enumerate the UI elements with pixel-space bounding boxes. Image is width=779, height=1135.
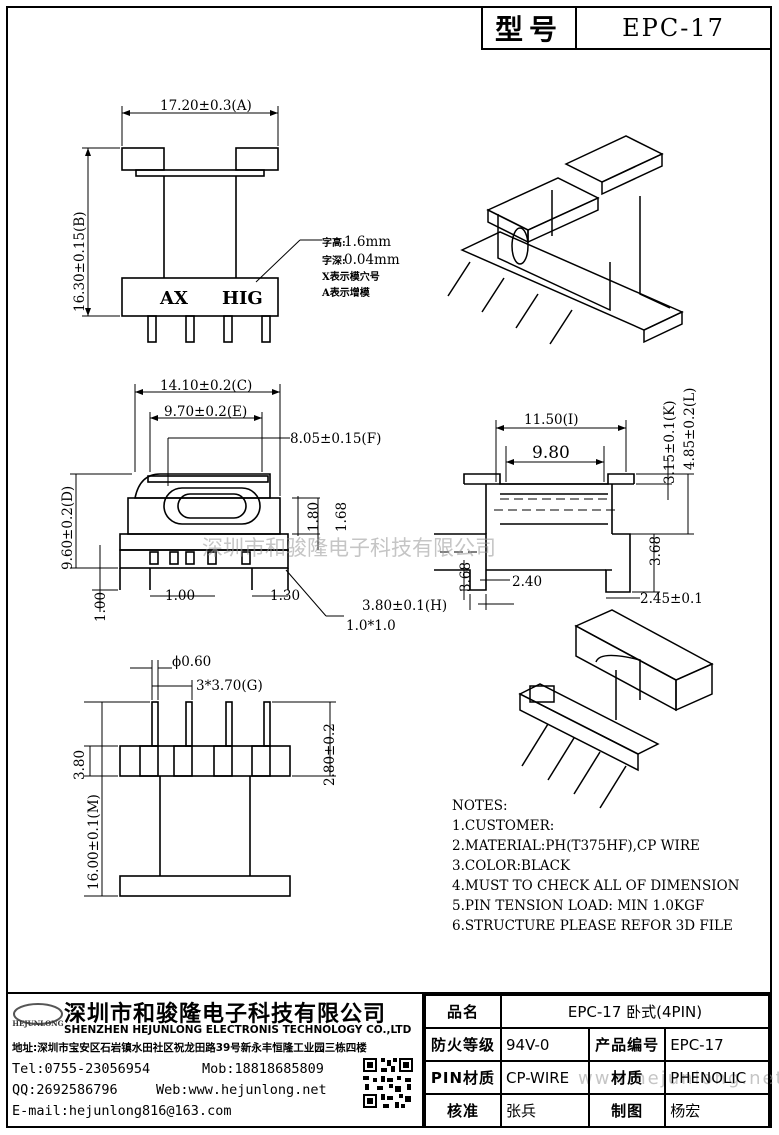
dim-a: 17.20±0.3(A) (160, 98, 252, 114)
dim-f: 8.05±0.15(F) (290, 431, 381, 447)
dim-1-68: 1.68 (334, 502, 350, 532)
qr-code-icon (361, 1056, 415, 1110)
company-name-cn: 深圳市和骏隆电子科技有限公司 (64, 1002, 387, 1027)
dim-e: 9.70±0.2(E) (164, 404, 247, 420)
name-label: 品名 (424, 994, 502, 1029)
marking-legend-2-label: 字深: (322, 254, 346, 267)
bottom-view (119, 701, 291, 897)
front-view (121, 147, 279, 343)
model-label: 型号 (483, 8, 577, 48)
model-number: EPC-17 (622, 14, 725, 42)
pin-material-value: CP-WIRE (499, 1060, 591, 1095)
dim-1-00-vertical: 1.00 (93, 592, 109, 622)
material-value: PHENOLIC (664, 1060, 770, 1095)
company-web: Web:www.hejunlong.net (156, 1082, 327, 1098)
dim-b: 16.30±0.15(B) (72, 212, 88, 312)
title-block: HEJUNLONG 深圳市和骏隆电子科技有限公司 SHENZHEN HEJUNL… (6, 992, 772, 1128)
dim-i: 11.50(I) (524, 412, 579, 428)
product-info-table: 品名 EPC-17 卧式(4PIN) 防火等级 94V-0 产品编号 EPC-1… (424, 994, 770, 1128)
dim-1-30: 1.30 (270, 588, 300, 604)
drawing-frame (6, 6, 772, 1128)
drawn-value: 杨宏 (664, 1093, 770, 1128)
note-2: 2.MATERIAL:PH(T375HF),CP WIRE (452, 838, 700, 854)
notes-title: NOTES: (452, 798, 508, 814)
dim-3-68-left: 3.68 (458, 562, 474, 592)
dim-1-0x1-0: 1.0*1.0 (346, 618, 396, 634)
approved-label: 核准 (424, 1093, 502, 1128)
dim-g: 3*3.70(G) (196, 678, 263, 694)
company-email: E-mail:hejunlong816@163.com (12, 1103, 232, 1119)
marking-text-2: HIG (222, 288, 263, 309)
product-code-label: 产品编号 (588, 1027, 667, 1062)
company-tel: Tel:0755-23056954 (12, 1061, 151, 1077)
material-label: 材质 (588, 1060, 667, 1095)
isometric-view-bottom (518, 609, 714, 809)
product-code-value: EPC-17 (664, 1027, 770, 1062)
dim-pin-diameter: ϕ0.60 (172, 654, 211, 670)
company-name-en: SHENZHEN HEJUNLONG ELECTRONIS TECHNOLOGY… (64, 1024, 412, 1036)
dim-m: 16.00±0.1(M) (86, 794, 102, 890)
company-info: HEJUNLONG 深圳市和骏隆电子科技有限公司 SHENZHEN HEJUNL… (6, 994, 424, 1128)
dim-l: 4.85±0.2(L) (682, 388, 698, 470)
dim-c: 14.10±0.2(C) (160, 378, 252, 394)
dim-3-68-right: 3.68 (648, 536, 664, 566)
notes-block: NOTES: 1.CUSTOMER: 2.MATERIAL:PH(T375HF)… (452, 796, 739, 936)
drawn-label: 制图 (588, 1093, 667, 1128)
marking-legend-1-value: 1.6mm (344, 234, 391, 250)
pin-material-label: PIN材质 (424, 1060, 502, 1095)
dim-1-80: 1.80 (306, 502, 322, 532)
company-logo: HEJUNLONG (12, 1003, 64, 1028)
marking-legend-1-label: 字高: (322, 236, 346, 249)
note-4: 4.MUST TO CHECK ALL OF DIMENSION (452, 878, 740, 894)
dim-k: 3.15±0.1(K) (662, 401, 678, 484)
note-1: 1.CUSTOMER: (452, 818, 555, 834)
note-6: 6.STRUCTURE PLEASE REFOR 3D FILE (452, 918, 733, 934)
fire-rating-label: 防火等级 (424, 1027, 502, 1062)
company-address: 地址:深圳市宝安区石岩镇水田社区祝龙田路39号新永丰恒隆工业园三栋四楼 (12, 1042, 367, 1054)
model-title-box: 型号 EPC-17 (481, 6, 772, 50)
note-5: 5.PIN TENSION LOAD: MIN 1.0KGF (452, 898, 705, 914)
watermark-center: 深圳市和骏隆电子科技有限公司 (202, 536, 496, 560)
fire-rating-value: 94V-0 (499, 1027, 591, 1062)
logo-text: HEJUNLONG (12, 1019, 63, 1028)
marking-text-1: AX (159, 288, 188, 309)
dim-2-80: 2.80±0.2 (322, 723, 338, 786)
marking-legend-3: X表示模穴号 (322, 270, 380, 283)
marking-legend-4: A表示增模 (321, 286, 371, 299)
dim-9-80: 9.80 (532, 443, 570, 463)
dim-1-00-horizontal: 1.00 (165, 588, 195, 604)
marking-legend-2-value: 0.04mm (344, 252, 400, 268)
dim-2-40: 2.40 (512, 574, 542, 590)
top-view (119, 473, 289, 590)
company-qq: QQ:2692586796 (12, 1082, 118, 1098)
dim-d: 9.60±0.2(D) (60, 486, 76, 570)
approved-value: 张兵 (499, 1093, 591, 1128)
name-value: EPC-17 卧式(4PIN) (500, 994, 770, 1029)
dim-h: 3.80±0.1(H) (362, 598, 447, 614)
isometric-view-top (447, 135, 684, 345)
dim-2-45: 2.45±0.1 (640, 591, 703, 607)
company-mob: Mob:18818685809 (202, 1061, 324, 1077)
note-3: 3.COLOR:BLACK (452, 858, 571, 874)
dim-3-80: 3.80 (72, 750, 88, 780)
